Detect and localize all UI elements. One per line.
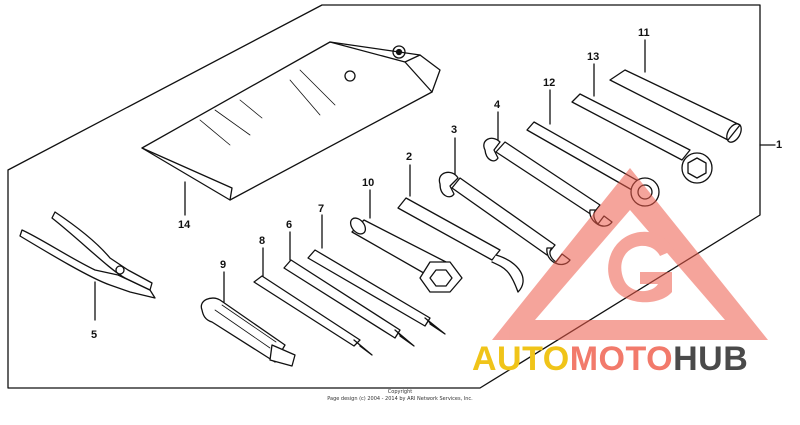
callout-2: 2	[406, 151, 413, 163]
tool-10-drawing	[349, 189, 463, 293]
callout-12: 12	[543, 77, 556, 89]
tool-11-drawing	[609, 39, 742, 143]
callout-13: 13	[587, 51, 600, 63]
tool-5-drawing	[19, 211, 156, 321]
tool-7-drawing	[307, 214, 446, 335]
callout-5: 5	[91, 329, 98, 341]
tool-9-drawing	[200, 271, 296, 367]
tool-2-drawing	[397, 164, 524, 293]
watermark-auto: AUTO	[472, 340, 570, 378]
callout-4: 4	[494, 99, 501, 111]
callout-6: 6	[286, 219, 293, 231]
copyright-heading: Copyright	[387, 389, 413, 395]
callout-10: 10	[362, 177, 375, 189]
watermark-hub: HUB	[673, 340, 749, 378]
callout-1: 1	[776, 139, 783, 151]
callout-9: 9	[220, 259, 227, 271]
watermark-logo-triangle	[492, 168, 768, 340]
tool-13-drawing	[571, 63, 713, 184]
watermark-brand-text: AUTOMOTOHUB	[472, 342, 748, 376]
callout-7: 7	[318, 203, 325, 215]
tool-8-drawing	[253, 247, 373, 356]
watermark-moto: MOTO	[569, 340, 674, 378]
callout-14: 14	[178, 219, 191, 231]
callout-8: 8	[259, 235, 266, 247]
copyright-notice: Page design (c) 2004 - 2014 by ARI Netwo…	[327, 396, 473, 402]
callout-3: 3	[451, 124, 458, 136]
frame-border	[7, 4, 761, 389]
callout-11: 11	[638, 27, 650, 39]
tool-bag-drawing	[141, 41, 441, 216]
tool-6-drawing	[283, 231, 415, 347]
